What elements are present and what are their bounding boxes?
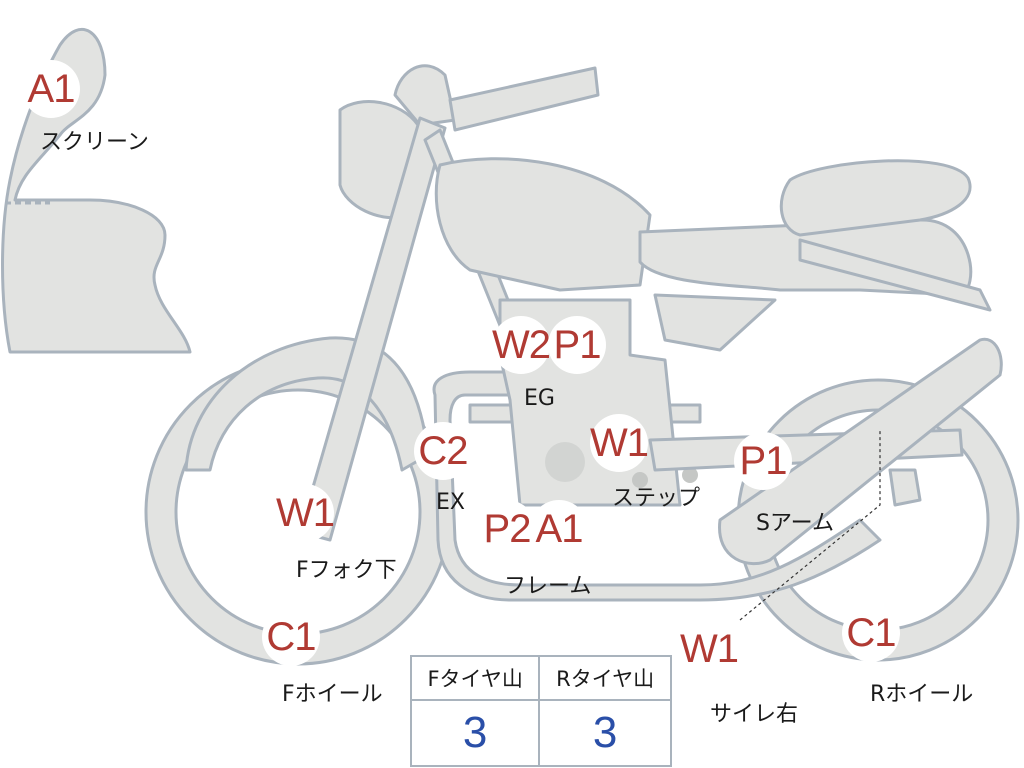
rear-tire-value: 3: [538, 699, 672, 767]
front-fork-shape: [298, 116, 447, 542]
part-label: Sアーム: [756, 511, 834, 536]
inspection-marker-w2: W2: [492, 316, 551, 374]
part-label: Rホイール: [870, 682, 974, 707]
inspection-marker-a1: A1: [530, 500, 588, 558]
part-label: サイレ右: [710, 702, 799, 727]
part-label: ステップ: [612, 486, 701, 511]
inspection-marker-c1: C1: [262, 608, 320, 666]
part-label: Fフォク下: [296, 558, 397, 583]
fuel-tank-shape: [434, 157, 652, 292]
inspection-marker-w1: W1: [680, 620, 739, 678]
front-tire-header: Fタイヤ山: [409, 655, 541, 701]
front-tire-value: 3: [409, 699, 541, 767]
inspection-marker-w1: W1: [590, 414, 649, 472]
inspection-marker-a1: A1: [22, 60, 80, 118]
part-label: フレーム: [504, 574, 592, 599]
inspection-marker-p1: P1: [548, 316, 606, 374]
leader-line: [739, 430, 881, 621]
part-label: スクリーン: [40, 130, 149, 155]
part-label: EX: [436, 490, 465, 515]
inspection-marker-p1: P1: [734, 432, 792, 490]
part-label: Fホイール: [282, 682, 383, 707]
muffler-shape: [718, 337, 1003, 566]
rear-tire-header: Rタイヤ山: [538, 655, 672, 701]
inspection-marker-w1: W1: [276, 484, 335, 542]
part-label: EG: [524, 386, 555, 411]
inspection-marker-c2: C2: [414, 422, 472, 480]
inspection-marker-c1: C1: [842, 604, 900, 662]
inspection-marker-p2: P2: [478, 500, 536, 558]
tire-depth-table: Fタイヤ山 Rタイヤ山 3 3: [409, 655, 672, 767]
